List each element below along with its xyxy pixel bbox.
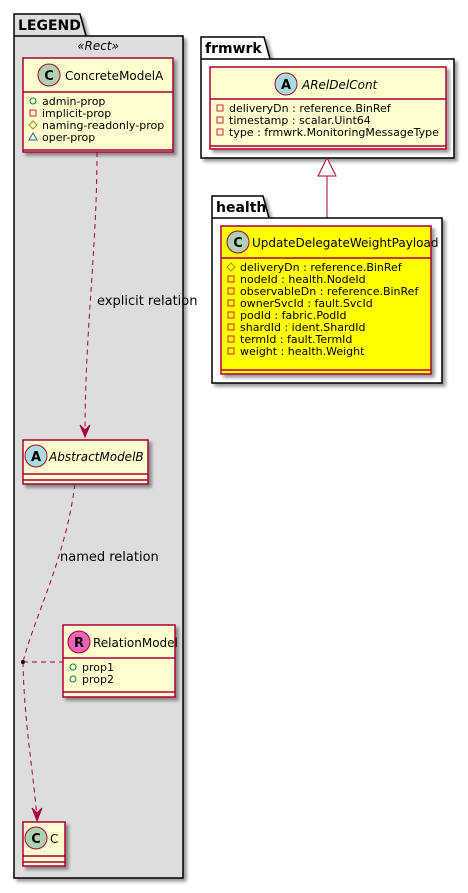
inheritance-arrow-head <box>317 156 337 177</box>
relation-circle-icon: R <box>67 630 91 654</box>
private-visibility-icon <box>216 116 224 124</box>
class-attribute: implicit-prop <box>42 107 111 120</box>
private-visibility-icon <box>216 128 224 136</box>
svg-text:C: C <box>44 69 54 84</box>
class-update-delegate-weight-payload[interactable]: C UpdateDelegateWeightPayload deliveryDn… <box>220 225 438 375</box>
private-visibility-icon <box>227 275 235 283</box>
svg-text:A: A <box>281 78 291 93</box>
legend-title: LEGEND <box>18 18 81 34</box>
class-attribute: observableDn : reference.BinRef <box>240 285 419 298</box>
private-visibility-icon <box>227 311 235 319</box>
class-attribute: shardId : ident.ShardId <box>240 321 366 334</box>
class-attribute: prop1 <box>82 661 114 674</box>
class-abstract-model-b[interactable]: A AbstractModelB <box>22 439 149 485</box>
svg-text:A: A <box>31 450 41 465</box>
edge-inheritance <box>317 156 337 226</box>
abstract-circle-icon: A <box>24 444 48 468</box>
class-concrete-model-a[interactable]: C ConcreteModelA admin-propimplicit-prop… <box>22 57 174 153</box>
public-visibility-icon <box>69 663 77 671</box>
private-visibility-icon <box>227 287 235 295</box>
protected-visibility-icon <box>226 262 236 272</box>
svg-text:R: R <box>74 636 84 651</box>
class-attribute: naming-readonly-prop <box>42 119 164 132</box>
arrow-head <box>79 424 91 439</box>
class-name: UpdateDelegateWeightPayload <box>252 236 438 250</box>
health-title: health <box>216 200 266 216</box>
prop-list: admin-propimplicit-propnaming-readonly-p… <box>28 95 164 144</box>
class-name: ConcreteModelA <box>65 69 164 83</box>
legend-stereotype: «Rect» <box>77 39 119 53</box>
private-visibility-icon <box>227 335 235 343</box>
class-attribute: weight : health.Weight <box>240 345 365 358</box>
public-visibility-icon <box>29 97 37 105</box>
class-name: AbstractModelB <box>48 450 144 464</box>
private-visibility-icon <box>216 104 224 112</box>
arrow-head <box>31 807 43 823</box>
class-arel-del-cont[interactable]: A ARelDelCont deliveryDn : reference.Bin… <box>209 66 447 150</box>
private-visibility-icon <box>227 347 235 355</box>
class-attribute: ownerSvcId : fault.SvcId <box>240 297 373 310</box>
class-circle-icon: C <box>226 230 250 254</box>
private-visibility-icon <box>227 323 235 331</box>
private-visibility-icon <box>29 109 37 117</box>
public-visibility-icon <box>69 675 77 683</box>
class-attribute: termId : fault.TermId <box>240 333 352 346</box>
class-attribute: podId : fabric.PodId <box>240 309 347 322</box>
edge-named-relation: named relation <box>21 483 159 823</box>
class-attribute: admin-prop <box>42 95 105 108</box>
class-attribute: timestamp : scalar.Uint64 <box>229 114 371 127</box>
class-attribute: type : frmwrk.MonitoringMessageType <box>229 126 439 139</box>
class-name: ARelDelCont <box>301 78 379 92</box>
frmwrk-title: frmwrk <box>205 41 262 57</box>
class-attribute: deliveryDn : reference.BinRef <box>229 102 392 115</box>
edge-explicit-relation: explicit relation <box>79 151 197 439</box>
svg-text:C: C <box>31 832 41 847</box>
edge-label: explicit relation <box>97 294 197 309</box>
protected-visibility-icon <box>28 120 38 130</box>
class-circle-icon: C <box>37 63 61 87</box>
class-attribute: nodeId : health.NodeId <box>240 273 366 286</box>
private-visibility-icon <box>227 299 235 307</box>
edge-label: named relation <box>60 550 159 565</box>
class-attribute: prop2 <box>82 673 114 686</box>
class-attribute: oper-prop <box>42 131 95 144</box>
class-c[interactable]: C C <box>22 821 66 867</box>
abstract-circle-icon: A <box>274 72 298 96</box>
class-circle-icon: C <box>24 826 48 850</box>
package-visibility-icon <box>28 131 38 141</box>
class-attribute: deliveryDn : reference.BinRef <box>240 261 403 274</box>
class-name: C <box>50 832 58 846</box>
class-name: RelationModel <box>93 636 178 650</box>
svg-text:C: C <box>233 236 243 251</box>
